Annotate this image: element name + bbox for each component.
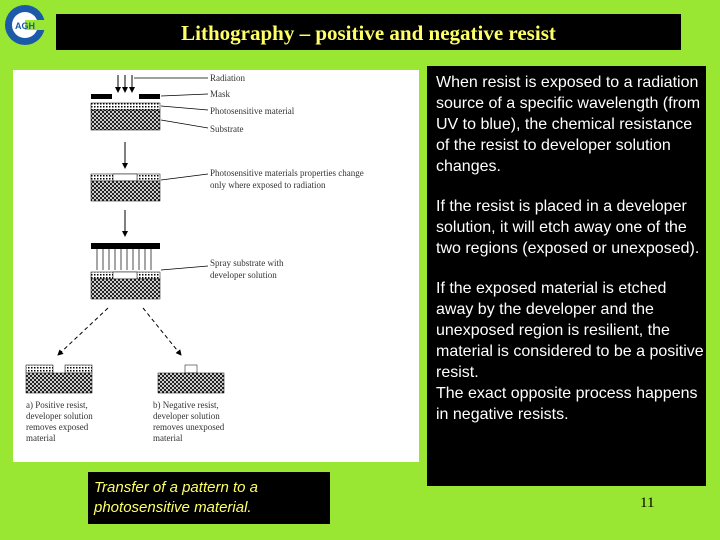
label-positive-3: removes exposed <box>26 422 89 432</box>
label-radiation: Radiation <box>210 73 245 83</box>
explanation-panel: When resist is exposed to a radiation so… <box>427 66 706 486</box>
label-spray-2: developer solution <box>210 270 277 280</box>
positive-resist-left <box>25 364 54 374</box>
stage1-resist <box>90 102 161 111</box>
paragraph-positive: If the exposed material is etched away b… <box>436 280 704 381</box>
stage3-spray-lines <box>96 249 152 270</box>
stage2-substrate <box>90 180 161 202</box>
stage1-mask-left <box>91 94 112 99</box>
page-number: 11 <box>640 495 655 511</box>
stage2-exposed-region <box>112 173 138 182</box>
slide-title: Lithography – positive and negative resi… <box>56 14 681 50</box>
paragraph-negative: The exact opposite process happens in ne… <box>436 385 698 423</box>
label-change-1: Photosensitive materials properties chan… <box>210 168 364 178</box>
paragraph-exposure: When resist is exposed to a radiation so… <box>436 74 701 175</box>
label-photosensitive: Photosensitive material <box>210 106 295 116</box>
lithography-diagram: Radiation Mask Photosensitive material S… <box>13 70 419 462</box>
negative-resist-island <box>184 364 198 374</box>
positive-substrate <box>25 372 93 394</box>
logo-text: AGH <box>15 21 35 31</box>
stage1-mask-right <box>139 94 160 99</box>
stage1-radiation <box>115 75 135 93</box>
figure-caption: Transfer of a pattern to a photosensitiv… <box>88 472 330 524</box>
negative-substrate <box>157 372 225 394</box>
label-negative-4: material <box>153 433 183 443</box>
label-change-2: only where exposed to radiation <box>210 180 326 190</box>
label-positive-2: developer solution <box>26 411 93 421</box>
label-substrate: Substrate <box>210 124 244 134</box>
label-spray-1: Spray substrate with <box>210 258 284 268</box>
positive-resist-right <box>64 364 93 374</box>
label-negative-2: developer solution <box>153 411 220 421</box>
label-mask: Mask <box>210 89 230 99</box>
agh-logo: AGH <box>5 5 47 45</box>
stage3-spray-nozzle <box>91 243 160 249</box>
label-positive-1: a) Positive resist, <box>26 400 88 410</box>
paragraph-developer: If the resist is placed in a developer s… <box>436 198 700 257</box>
label-negative-1: b) Negative resist, <box>153 400 219 410</box>
stage3-substrate <box>90 278 161 300</box>
label-positive-4: material <box>26 433 56 443</box>
stage1-substrate <box>90 109 161 131</box>
label-negative-3: removes unexposed <box>153 422 225 432</box>
